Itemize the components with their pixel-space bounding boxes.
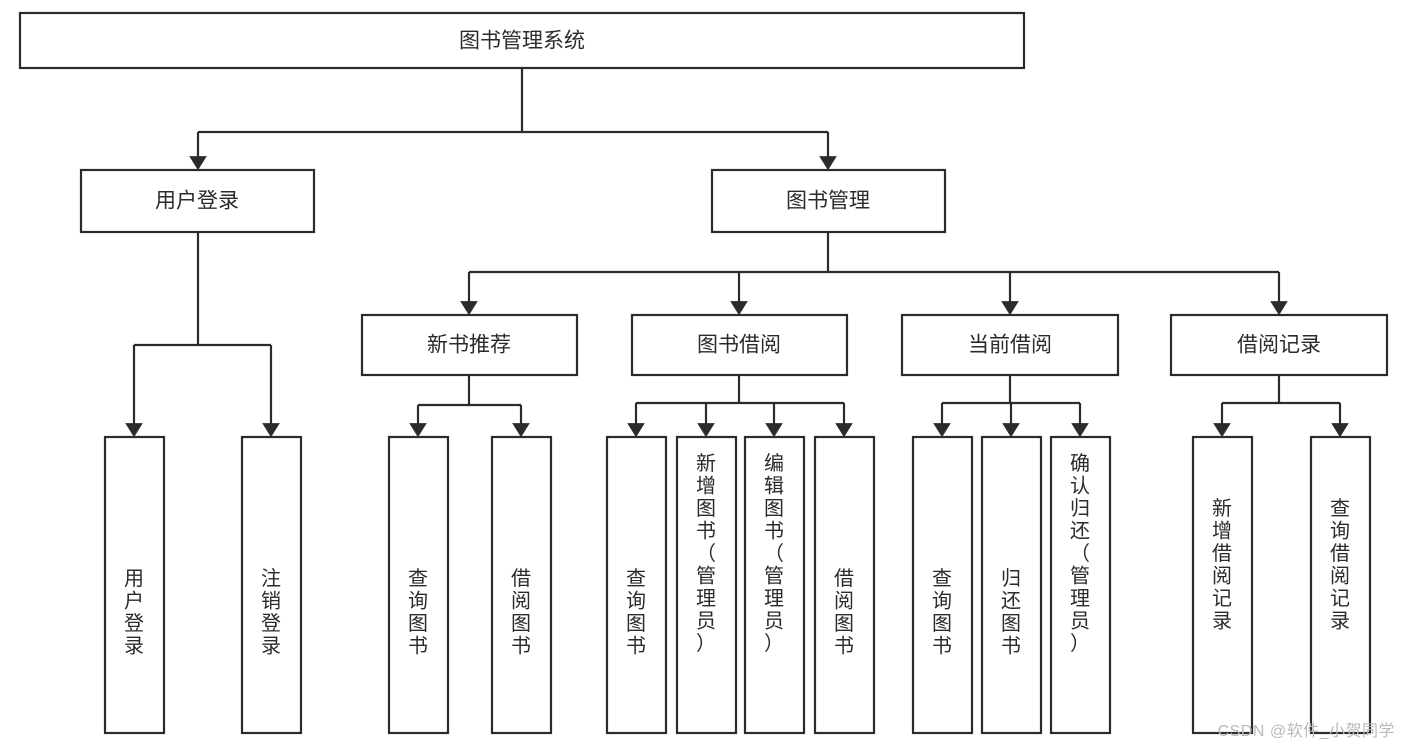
node-leaf-add-book[interactable]: 新增图书（管理员） bbox=[675, 435, 738, 735]
node-current-borrow-box bbox=[900, 313, 1120, 377]
node-leaf-return-book[interactable]: 归还图书 bbox=[980, 435, 1043, 735]
csdn-watermark: CSDN @软件_小贺同学 bbox=[1217, 723, 1395, 740]
node-user-login-label: 用户登录 bbox=[155, 190, 239, 213]
node-leaf-query-record-label: 查询借阅记录 bbox=[1330, 497, 1350, 633]
node-leaf-edit-book-box bbox=[743, 435, 806, 735]
node-leaf-add-record[interactable]: 新增借阅记录 bbox=[1191, 435, 1254, 735]
node-leaf-query-book-2-label: 查询图书 bbox=[626, 567, 646, 658]
node-leaf-query-book-3[interactable]: 查询图书 bbox=[911, 435, 974, 735]
node-leaf-query-book-2[interactable]: 查询图书 bbox=[605, 435, 668, 735]
node-leaf-query-book-3-label: 查询图书 bbox=[932, 567, 952, 658]
node-leaf-query-book-2-box bbox=[605, 435, 668, 735]
node-leaf-add-book-label: 新增图书（管理员） bbox=[696, 452, 716, 655]
node-user-login[interactable]: 用户登录 bbox=[79, 168, 316, 234]
node-leaf-user-login-box bbox=[103, 435, 166, 735]
node-new-book-rec[interactable]: 新书推荐 bbox=[360, 313, 579, 377]
node-leaf-edit-book-label: 编辑图书（管理员） bbox=[764, 452, 784, 655]
node-leaf-logout[interactable]: 注销登录 bbox=[240, 435, 303, 735]
node-root-label: 图书管理系统 bbox=[459, 30, 585, 53]
node-borrow-record-label: 借阅记录 bbox=[1237, 334, 1321, 357]
node-new-book-rec-box bbox=[360, 313, 579, 377]
node-leaf-query-book-3-box bbox=[911, 435, 974, 735]
node-book-manage-box bbox=[710, 168, 947, 234]
node-current-borrow-label: 当前借阅 bbox=[968, 334, 1052, 357]
node-leaf-edit-book[interactable]: 编辑图书（管理员） bbox=[743, 435, 806, 735]
node-book-manage-label: 图书管理 bbox=[786, 190, 870, 213]
node-borrow-record-box bbox=[1169, 313, 1389, 377]
node-leaf-add-book-box bbox=[675, 435, 738, 735]
node-leaf-borrow-book-2-label: 借阅图书 bbox=[834, 567, 854, 658]
node-leaf-return-book-box bbox=[980, 435, 1043, 735]
node-root[interactable]: 图书管理系统 bbox=[18, 11, 1026, 70]
node-book-manage[interactable]: 图书管理 bbox=[710, 168, 947, 234]
node-leaf-borrow-book-2-box bbox=[813, 435, 876, 735]
node-current-borrow[interactable]: 当前借阅 bbox=[900, 313, 1120, 377]
node-leaf-query-record-box bbox=[1309, 435, 1372, 735]
node-leaf-user-login[interactable]: 用户登录 bbox=[103, 435, 166, 735]
edge-layer bbox=[125, 68, 1349, 438]
node-leaf-confirm-return-label: 确认归还（管理员） bbox=[1070, 452, 1090, 655]
node-leaf-confirm-return-box bbox=[1049, 435, 1112, 735]
node-leaf-logout-label: 注销登录 bbox=[261, 567, 281, 658]
node-leaf-query-book-1-box bbox=[387, 435, 450, 735]
node-leaf-borrow-book-1[interactable]: 借阅图书 bbox=[490, 435, 553, 735]
node-new-book-rec-label: 新书推荐 bbox=[427, 334, 511, 357]
node-root-box bbox=[18, 11, 1026, 70]
node-leaf-logout-box bbox=[240, 435, 303, 735]
node-leaf-add-record-box bbox=[1191, 435, 1254, 735]
node-leaf-user-login-label: 用户登录 bbox=[124, 568, 144, 658]
node-borrow-record[interactable]: 借阅记录 bbox=[1169, 313, 1389, 377]
node-book-borrow-label: 图书借阅 bbox=[697, 334, 781, 357]
node-leaf-query-record[interactable]: 查询借阅记录 bbox=[1309, 435, 1372, 735]
node-leaf-borrow-book-1-box bbox=[490, 435, 553, 735]
node-leaf-query-book-1-label: 查询图书 bbox=[408, 567, 428, 658]
node-leaf-return-book-label: 归还图书 bbox=[1001, 567, 1021, 658]
node-leaf-add-record-label: 新增借阅记录 bbox=[1212, 497, 1232, 633]
node-leaf-confirm-return[interactable]: 确认归还（管理员） bbox=[1049, 435, 1112, 735]
node-user-login-box bbox=[79, 168, 316, 234]
node-leaf-borrow-book-1-label: 借阅图书 bbox=[511, 567, 531, 658]
node-leaf-query-book-1[interactable]: 查询图书 bbox=[387, 435, 450, 735]
node-book-borrow-box bbox=[630, 313, 849, 377]
node-book-borrow[interactable]: 图书借阅 bbox=[630, 313, 849, 377]
node-leaf-borrow-book-2[interactable]: 借阅图书 bbox=[813, 435, 876, 735]
